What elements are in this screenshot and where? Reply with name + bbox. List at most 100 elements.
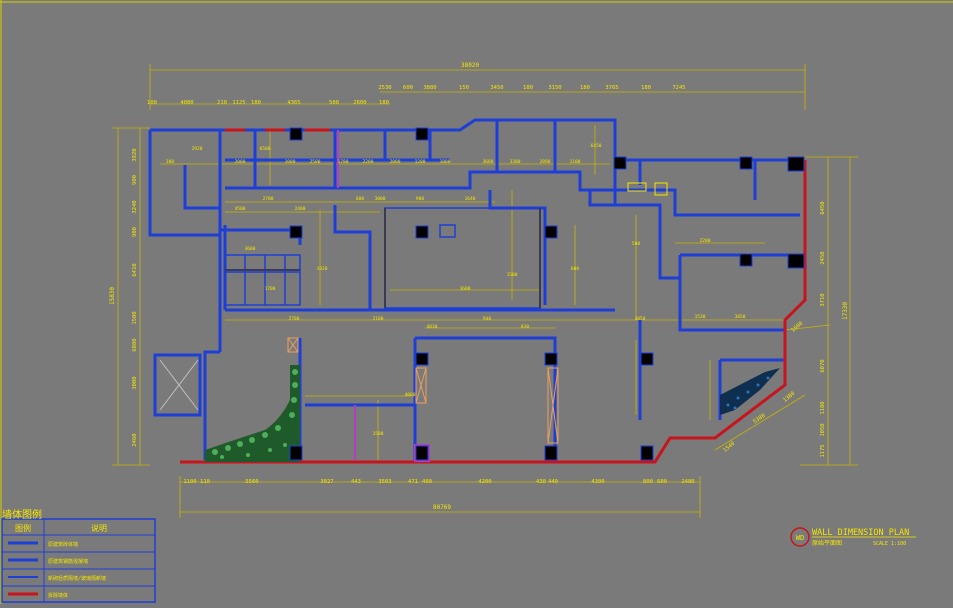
dim-inner-row-label: 1640 xyxy=(465,196,476,202)
drawing-scale: SCALE 1:100 xyxy=(873,541,906,547)
dim-top-row-label: 100 xyxy=(147,100,157,106)
bay-window-pattern xyxy=(726,376,770,410)
dim-bottom-row-label: 1100 xyxy=(183,479,196,485)
dim-inner-row-label: 4000 xyxy=(405,392,416,398)
dim-inner-row-label: 600 xyxy=(571,266,579,272)
dim-right-row-label: 6070 xyxy=(820,359,826,372)
legend-row-1-desc: 原建筑砖体墙 xyxy=(48,541,78,548)
dim-inner-row-label: 3600 xyxy=(460,286,471,292)
dim-inner-row-label: 900 xyxy=(416,196,424,202)
dim-bottom-row-label: 400 xyxy=(422,479,432,485)
dim-inner-row-label: 3300 xyxy=(510,159,521,165)
dim-inner-row-label: 3050 xyxy=(635,316,646,322)
dim-left-row-label: 6080 xyxy=(132,338,138,351)
dim-inner-row-label: 2000 xyxy=(235,159,246,165)
dim-bottom-row-label: 2480 xyxy=(681,479,694,485)
dim-bottom-row-label: 800 xyxy=(643,479,653,485)
dim-inner-row-label: 1780 xyxy=(338,159,349,165)
dim-left-row-label: 3240 xyxy=(132,200,138,213)
dim-inner-row-label: 2500 xyxy=(310,159,321,165)
dim-inner-row-label: 2100 xyxy=(373,316,384,322)
dim-left-row-label: 900 xyxy=(132,227,138,237)
dim-bottom-row-label: 3503 xyxy=(378,479,391,485)
dim-inner-row-label: 6450 xyxy=(591,143,602,149)
dim-inner-row-label: 1000 xyxy=(285,159,296,165)
dim-inner-row-label: 6500 xyxy=(260,146,271,152)
dim-left-row-label: 6410 xyxy=(132,263,138,276)
dim-top-row-label: 2530 xyxy=(378,85,391,91)
dim-inner-row-label: 2400 xyxy=(295,206,306,212)
dim-top-row-label: 2600 xyxy=(353,100,366,106)
drawing-subtitle: 原始平面图 xyxy=(812,539,842,547)
stair-cross xyxy=(159,359,199,411)
dim-top-row-label: 3450 xyxy=(490,85,503,91)
walls-red xyxy=(180,128,807,464)
dim-inner-row-label: 1800 xyxy=(440,159,451,165)
dim-bottom-row-label: 5560 xyxy=(245,479,258,485)
dim-inner-row-label: 600 xyxy=(356,196,364,202)
dim-top-row-label: 600 xyxy=(403,85,413,91)
legend-row-4-desc: 拆除墙体 xyxy=(48,592,68,599)
dim-inner-row-label: 500 xyxy=(632,241,640,247)
dim-bottom-row-label: 440 xyxy=(548,479,558,485)
title-block: WD WALL DIMENSION PLAN 原始平面图 SCALE 1:100 xyxy=(790,527,916,547)
drawing-title: WALL DIMENSION PLAN xyxy=(812,528,909,538)
dim-inner-row-label: 2200 xyxy=(700,238,711,244)
legend-row-1: 原建筑砖体墙 xyxy=(8,541,78,548)
dim-inner-row-label: 2890 xyxy=(540,159,551,165)
logo-circle xyxy=(790,527,810,547)
dim-inner-row-label: 4500 xyxy=(235,206,246,212)
dim-inner-row-label: 2000 xyxy=(390,159,401,165)
legend-header-desc: 说明 xyxy=(91,523,107,533)
dim-top-row-label: 1125 xyxy=(232,100,245,106)
dim-top-row-label: 3150 xyxy=(548,85,561,91)
dim-top-row-label: 180 xyxy=(580,85,590,91)
legend-row-3-desc: 新砌轻质隔墙/玻璃隔断墙 xyxy=(48,575,106,582)
dim-left-row-label: 2460 xyxy=(132,433,138,446)
legend-row-2: 原建筑钢筋混凝墙 xyxy=(8,558,88,565)
logo-text: WD xyxy=(796,534,804,542)
dim-top-row-label: 180 xyxy=(379,100,389,106)
dim-bottom-row-label: 430 xyxy=(536,479,546,485)
dimension-lines xyxy=(112,64,858,518)
legend-header-symbol: 图例 xyxy=(15,523,31,533)
dim-top-row-label: 500 xyxy=(329,100,339,106)
dim-top-row-label: 180 xyxy=(641,85,651,91)
dim-top-row-label: 7245 xyxy=(672,85,685,91)
dim-inner-row-label: 3680 xyxy=(483,159,494,165)
dim-bottom-row-label: 600 xyxy=(657,479,667,485)
dim-inner-row-label: 300 xyxy=(166,159,174,165)
dim-bottom-row-label: 3027 xyxy=(320,479,333,485)
dim-right-overall: 17330 xyxy=(842,302,849,320)
dim-top-row-label: 180 xyxy=(523,85,533,91)
dim-bottom-overall: 80769 xyxy=(433,504,451,511)
dim-top-row-label: 180 xyxy=(251,100,261,106)
dim-inner-row-label: 940 xyxy=(483,316,491,322)
legend-row-4: 拆除墙体 xyxy=(8,592,68,599)
dim-inner-row-label: 4030 xyxy=(427,324,438,330)
dim-right-row-label: 2450 xyxy=(820,251,826,264)
dim-right-row-label: 6450 xyxy=(820,201,826,214)
dim-inner-row-label: 1700 xyxy=(265,286,276,292)
dim-left-row-label: 900 xyxy=(132,175,138,185)
legend-row-3: 新砌轻质隔墙/玻璃隔断墙 xyxy=(8,575,106,582)
dim-right-row-label: 3710 xyxy=(820,293,826,306)
dim-bottom-row-label: 471 xyxy=(408,479,418,485)
bay-window-area xyxy=(720,368,780,415)
legend-row-2-desc: 原建筑钢筋混凝墙 xyxy=(48,558,88,565)
dim-inner-row-label: 3850 xyxy=(735,314,746,320)
dim-inner-row-label: 1100 xyxy=(570,159,581,165)
dim-left-row-label: 1500 xyxy=(132,311,138,324)
dim-left-overall: 15830 xyxy=(109,287,116,305)
dim-bottom-row-label: 443 xyxy=(351,479,361,485)
columns xyxy=(289,127,805,461)
dim-top-row-label: 3765 xyxy=(605,85,618,91)
dim-top-row-label: 3880 xyxy=(423,85,436,91)
